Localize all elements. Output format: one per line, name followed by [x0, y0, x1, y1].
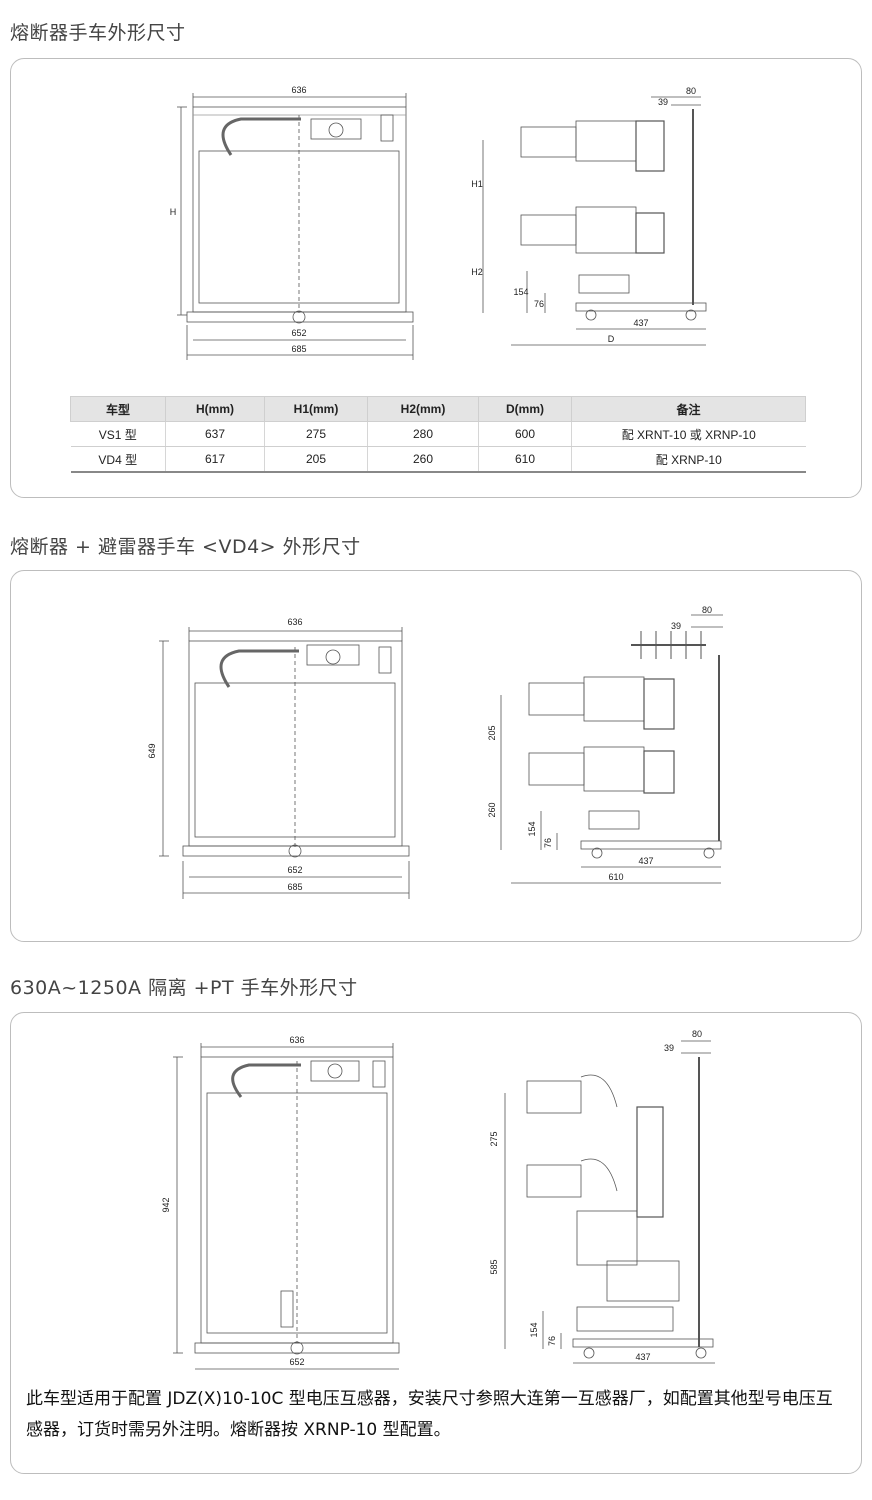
- dim-height: 942: [161, 1197, 171, 1212]
- section-title: 熔断器 + 避雷器手车 <VD4> 外形尺寸: [10, 536, 361, 558]
- table-cell: 205: [264, 446, 368, 473]
- table-row: VS1 型 637 275 280 600 配 XRNT-10 或 XRNP-1…: [70, 421, 806, 447]
- dim-76: 76: [543, 838, 553, 848]
- table-cell: 617: [165, 446, 265, 473]
- table-cell: 600: [478, 421, 572, 447]
- dim-h2: 585: [489, 1259, 499, 1274]
- dim-width-bottom-1: 652: [289, 1357, 304, 1367]
- side-view-drawing: 80 39 H1 H2 154 76 437 D: [461, 85, 741, 365]
- note-text: 此车型适用于配置 JDZ(X)10-10C 型电压互感器，安装尺寸参照大连第一互…: [26, 1389, 833, 1440]
- front-view-drawing: 636 H 652 685: [151, 85, 441, 365]
- table-cell: 260: [367, 446, 479, 473]
- table-cell: VS1 型: [70, 421, 166, 447]
- dim-39: 39: [664, 1043, 674, 1053]
- col-header: H1(mm): [264, 396, 368, 422]
- col-header: 车型: [70, 396, 166, 422]
- dim-154: 154: [529, 1322, 539, 1337]
- front-view-drawing: 636 649 652 685: [139, 611, 439, 901]
- dim-80: 80: [702, 605, 712, 615]
- dim-39: 39: [671, 621, 681, 631]
- dim-h2: H2: [471, 267, 483, 277]
- table-cell: 610: [478, 446, 572, 473]
- dim-154: 154: [513, 287, 528, 297]
- dim-437: 437: [635, 1352, 650, 1362]
- dim-d: 610: [608, 872, 623, 882]
- dim-437: 437: [638, 856, 653, 866]
- drawing-card-fuse-arrester-truck: 636 649 652 685: [10, 570, 862, 942]
- dim-height: 649: [147, 743, 157, 758]
- dim-437: 437: [633, 318, 648, 328]
- table-cell: VD4 型: [70, 446, 166, 473]
- dim-39: 39: [658, 97, 668, 107]
- table-row: VD4 型 617 205 260 610 配 XRNP-10: [70, 446, 806, 473]
- table-cell: 配 XRNT-10 或 XRNP-10: [571, 421, 806, 447]
- table-header-row: 车型 H(mm) H1(mm) H2(mm) D(mm) 备注: [70, 396, 806, 422]
- dim-width-bottom-2: 685: [291, 344, 306, 354]
- dim-width-bottom-1: 652: [291, 328, 306, 338]
- dim-width-top: 636: [289, 1035, 304, 1045]
- front-view-drawing: 636 942 652: [151, 1031, 441, 1381]
- side-view-drawing: 80 39 275 585 154 76 437: [477, 1027, 747, 1377]
- table-cell: 280: [367, 421, 479, 447]
- section-title: 630A~1250A 隔离 +PT 手车外形尺寸: [10, 977, 358, 999]
- dim-width-top: 636: [287, 617, 302, 627]
- table-cell: 637: [165, 421, 265, 447]
- dim-width-bottom-2: 685: [287, 882, 302, 892]
- dim-80: 80: [692, 1029, 702, 1039]
- dim-d: D: [608, 334, 615, 344]
- dim-height: H: [170, 207, 177, 217]
- dim-h2: 260: [487, 802, 497, 817]
- dim-154: 154: [527, 821, 537, 836]
- dim-76: 76: [547, 1336, 557, 1346]
- table-cell: 275: [264, 421, 368, 447]
- dim-76: 76: [534, 299, 544, 309]
- spec-table: 车型 H(mm) H1(mm) H2(mm) D(mm) 备注 VS1 型 63…: [70, 396, 806, 473]
- dim-h1: 205: [487, 725, 497, 740]
- table-cell: 配 XRNP-10: [571, 446, 806, 473]
- section-title: 熔断器手车外形尺寸: [10, 22, 186, 44]
- dim-h1: 275: [489, 1131, 499, 1146]
- drawing-card-isolation-pt-truck: 636 942 652: [10, 1012, 862, 1474]
- dim-h1: H1: [471, 179, 483, 189]
- col-header: H(mm): [165, 396, 265, 422]
- dim-80: 80: [686, 86, 696, 96]
- dim-width-top: 636: [291, 85, 306, 95]
- side-view-drawing: 80 39 205 260 154 76 437 610: [461, 605, 761, 905]
- col-header: D(mm): [478, 396, 572, 422]
- col-header: H2(mm): [367, 396, 479, 422]
- col-header: 备注: [571, 396, 806, 422]
- dim-width-bottom-1: 652: [287, 865, 302, 875]
